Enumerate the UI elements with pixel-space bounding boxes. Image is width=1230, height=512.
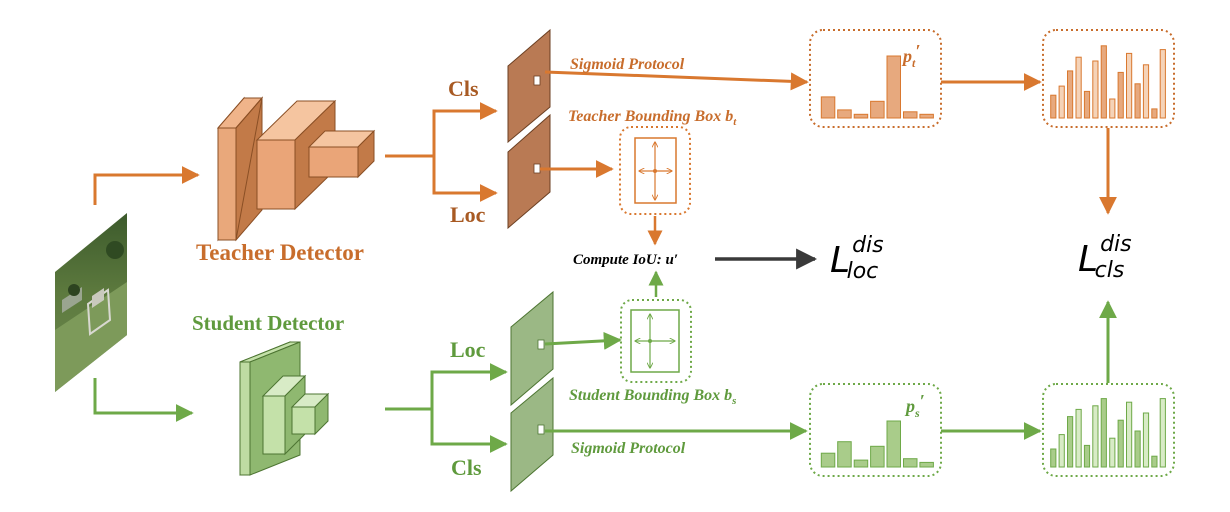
teacher-prob-label: pt′: [901, 41, 920, 70]
teacher-prob-bar: [886, 55, 901, 119]
student-prob-bar: [886, 420, 901, 468]
student-prob-bar: [837, 441, 852, 468]
teacher-detector-title: Teacher Detector: [196, 240, 364, 265]
student-prob-bar: [853, 459, 869, 468]
teacher-to-cls-arrow: [432, 102, 498, 156]
teacher-sigmoid-bar: [1109, 98, 1116, 119]
teacher-detector-blocks: [216, 96, 376, 242]
teacher-bounding-box: [619, 126, 691, 215]
teacher-sigmoid-box: [1042, 29, 1175, 128]
teacher-prob-bar: [870, 100, 885, 119]
teacher-sigmoid-bar: [1159, 49, 1166, 119]
student-sigmoid-bar: [1159, 398, 1166, 468]
student-sigmoid-bar: [1050, 448, 1057, 468]
teacher-to-loc-arrow: [432, 156, 498, 202]
student-cls-feature-map: [510, 376, 554, 493]
student-sigmoid-bar: [1075, 408, 1082, 468]
teacher-sigmoid-bar: [1075, 56, 1082, 119]
teacher-cls-feature-map: [507, 28, 551, 144]
teacher-prob-bar: [919, 113, 934, 119]
teacher-sigmoid-bar: [1151, 108, 1158, 119]
student-prob-label: ps′: [904, 391, 925, 420]
teacher-prob-bar: [820, 96, 836, 119]
teacher-loc-feature-map: [507, 113, 551, 230]
teacher-sigmoid-bar: [1142, 64, 1150, 119]
student-sigmoid-bar: [1117, 419, 1124, 468]
student-prob-box: ps′: [809, 383, 942, 477]
teacher-prob-bar: [853, 113, 869, 119]
student-sigmoid-label: Sigmoid Protocol: [571, 440, 686, 457]
student-sigmoid-bar: [1067, 416, 1074, 468]
teacher-bbox-label: Teacher Bounding Box bt: [568, 108, 737, 128]
student-to-loc-arrow: [430, 363, 508, 409]
student-loc-label: Loc: [450, 337, 486, 362]
student-prob-bar: [919, 461, 934, 468]
student-sigmoid-bar: [1092, 405, 1099, 468]
image-to-student-arrow: [93, 378, 194, 422]
student-sigmoid-bar: [1126, 401, 1133, 468]
student-loc-feature-map: [510, 290, 554, 407]
student-detector-blocks: [239, 341, 330, 476]
student-to-cls-arrow: [430, 409, 508, 453]
teacher-sigmoid-arrow: [544, 70, 809, 91]
student-sigmoid-bar: [1134, 430, 1141, 468]
teacher-prob-histogram: [820, 55, 934, 119]
teacher-sigmoid-bar: [1083, 90, 1091, 119]
student-sigmoid-bar: [1109, 437, 1116, 468]
teacher-sigmoid-histogram: [1050, 45, 1166, 119]
student-sigmoid-bar: [1058, 434, 1065, 468]
student-prob-bar: [820, 452, 836, 468]
compute-iou-label: Compute IoU: u′: [573, 252, 678, 268]
teacher-sigmoid-bar: [1050, 94, 1057, 119]
teacher-prob-bar: [837, 109, 852, 119]
student-sigmoid-box: [1042, 383, 1175, 477]
student-sigmoid-bar: [1100, 398, 1107, 468]
image-to-teacher-arrow: [93, 166, 200, 205]
student-prob-bar: [870, 445, 885, 468]
teacher-sigmoid-bar: [1092, 60, 1099, 119]
student-cls-label: Cls: [451, 455, 482, 480]
teacher-sigmoid-bar: [1067, 70, 1074, 119]
teacher-sigmoid-bar: [1058, 85, 1065, 119]
student-prob-bar: [903, 458, 918, 468]
student-sigmoid-histogram: [1050, 398, 1166, 468]
teacher-loc-label: Loc: [450, 202, 486, 227]
student-sigmoid-bar: [1142, 412, 1150, 468]
student-bbox-label: Student Bounding Box bs: [569, 387, 736, 407]
student-sigmoid-bar: [1151, 455, 1158, 468]
student-sigmoid-bar: [1083, 444, 1091, 468]
input-image: [55, 213, 127, 392]
teacher-prob-bar: [903, 111, 918, 119]
teacher-sigmoid-label: Sigmoid Protocol: [570, 56, 685, 73]
teacher-sigmoid-bar: [1134, 83, 1141, 119]
teacher-prob-box: pt′: [809, 29, 942, 128]
teacher-sigmoid-bar: [1126, 52, 1133, 119]
teacher-cls-label: Cls: [448, 76, 479, 101]
student-prob-histogram: [820, 420, 934, 468]
student-bounding-box: [620, 299, 692, 383]
student-to-bbox-arrow: [544, 331, 622, 350]
teacher-sigmoid-bar: [1117, 71, 1124, 119]
student-detector-title: Student Detector: [192, 311, 344, 335]
teacher-sigmoid-bar: [1100, 45, 1107, 119]
